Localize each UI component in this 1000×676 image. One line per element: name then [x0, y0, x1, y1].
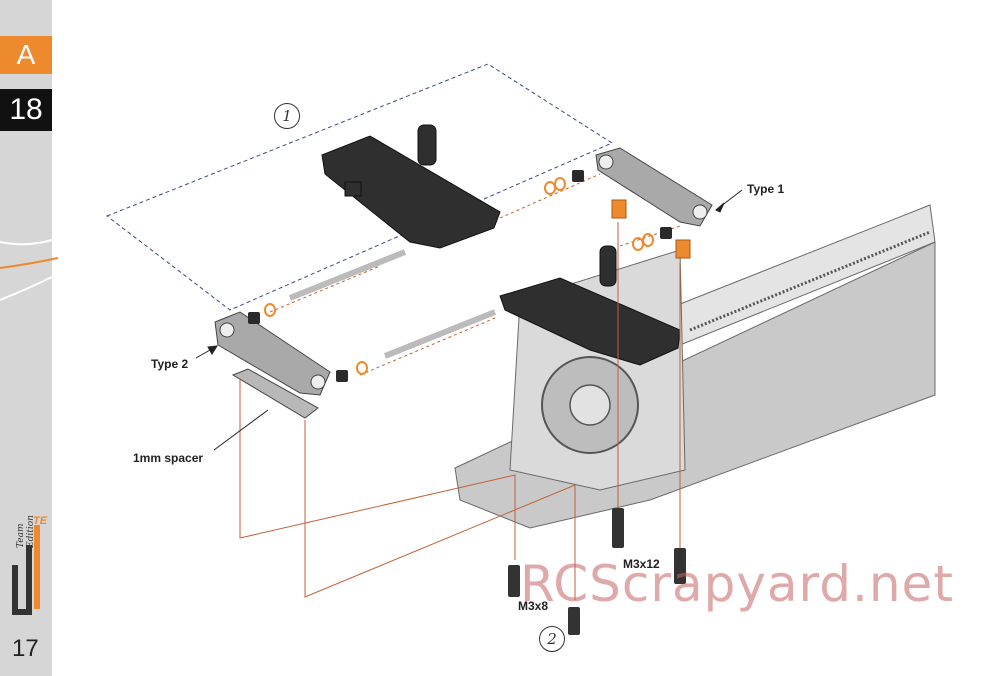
pivot-pin-icon	[288, 249, 407, 301]
spacer-plate-icon	[231, 368, 319, 419]
shims-icon	[264, 177, 654, 375]
hinge-holder-type1-icon	[595, 147, 713, 227]
swoosh-decoration	[0, 237, 59, 301]
bushing-icon	[611, 199, 627, 219]
label-screw-m3x12: M3x12	[623, 557, 660, 571]
pivot-pin-icon	[383, 309, 497, 359]
label-type1: Type 1	[747, 182, 785, 196]
section-tab: A	[0, 36, 52, 74]
subassembly-outline	[105, 63, 614, 311]
callout-step-2: 2	[539, 626, 565, 652]
watermark: RCScrapyard.net	[520, 555, 954, 613]
belt	[689, 230, 931, 332]
callout-step-1: 1	[274, 103, 300, 129]
lower-arm-mount-icon	[499, 245, 681, 366]
bushing-icon	[675, 239, 691, 259]
brand-badge: TE	[33, 515, 48, 527]
upper-arm-mount-icon	[321, 124, 501, 249]
brand-logo-icon	[12, 525, 40, 615]
page-number: 17	[12, 635, 39, 662]
step-number-tab: 18	[0, 89, 52, 131]
label-spacer: 1mm spacer	[133, 451, 204, 465]
assembly-diagram	[105, 63, 936, 635]
screw-icon	[508, 508, 686, 635]
nuts-icon	[248, 170, 672, 382]
label-type2: Type 2	[151, 357, 189, 371]
label-screw-m3x8: M3x8	[518, 599, 549, 613]
hinge-holder-type2-icon	[214, 311, 331, 396]
